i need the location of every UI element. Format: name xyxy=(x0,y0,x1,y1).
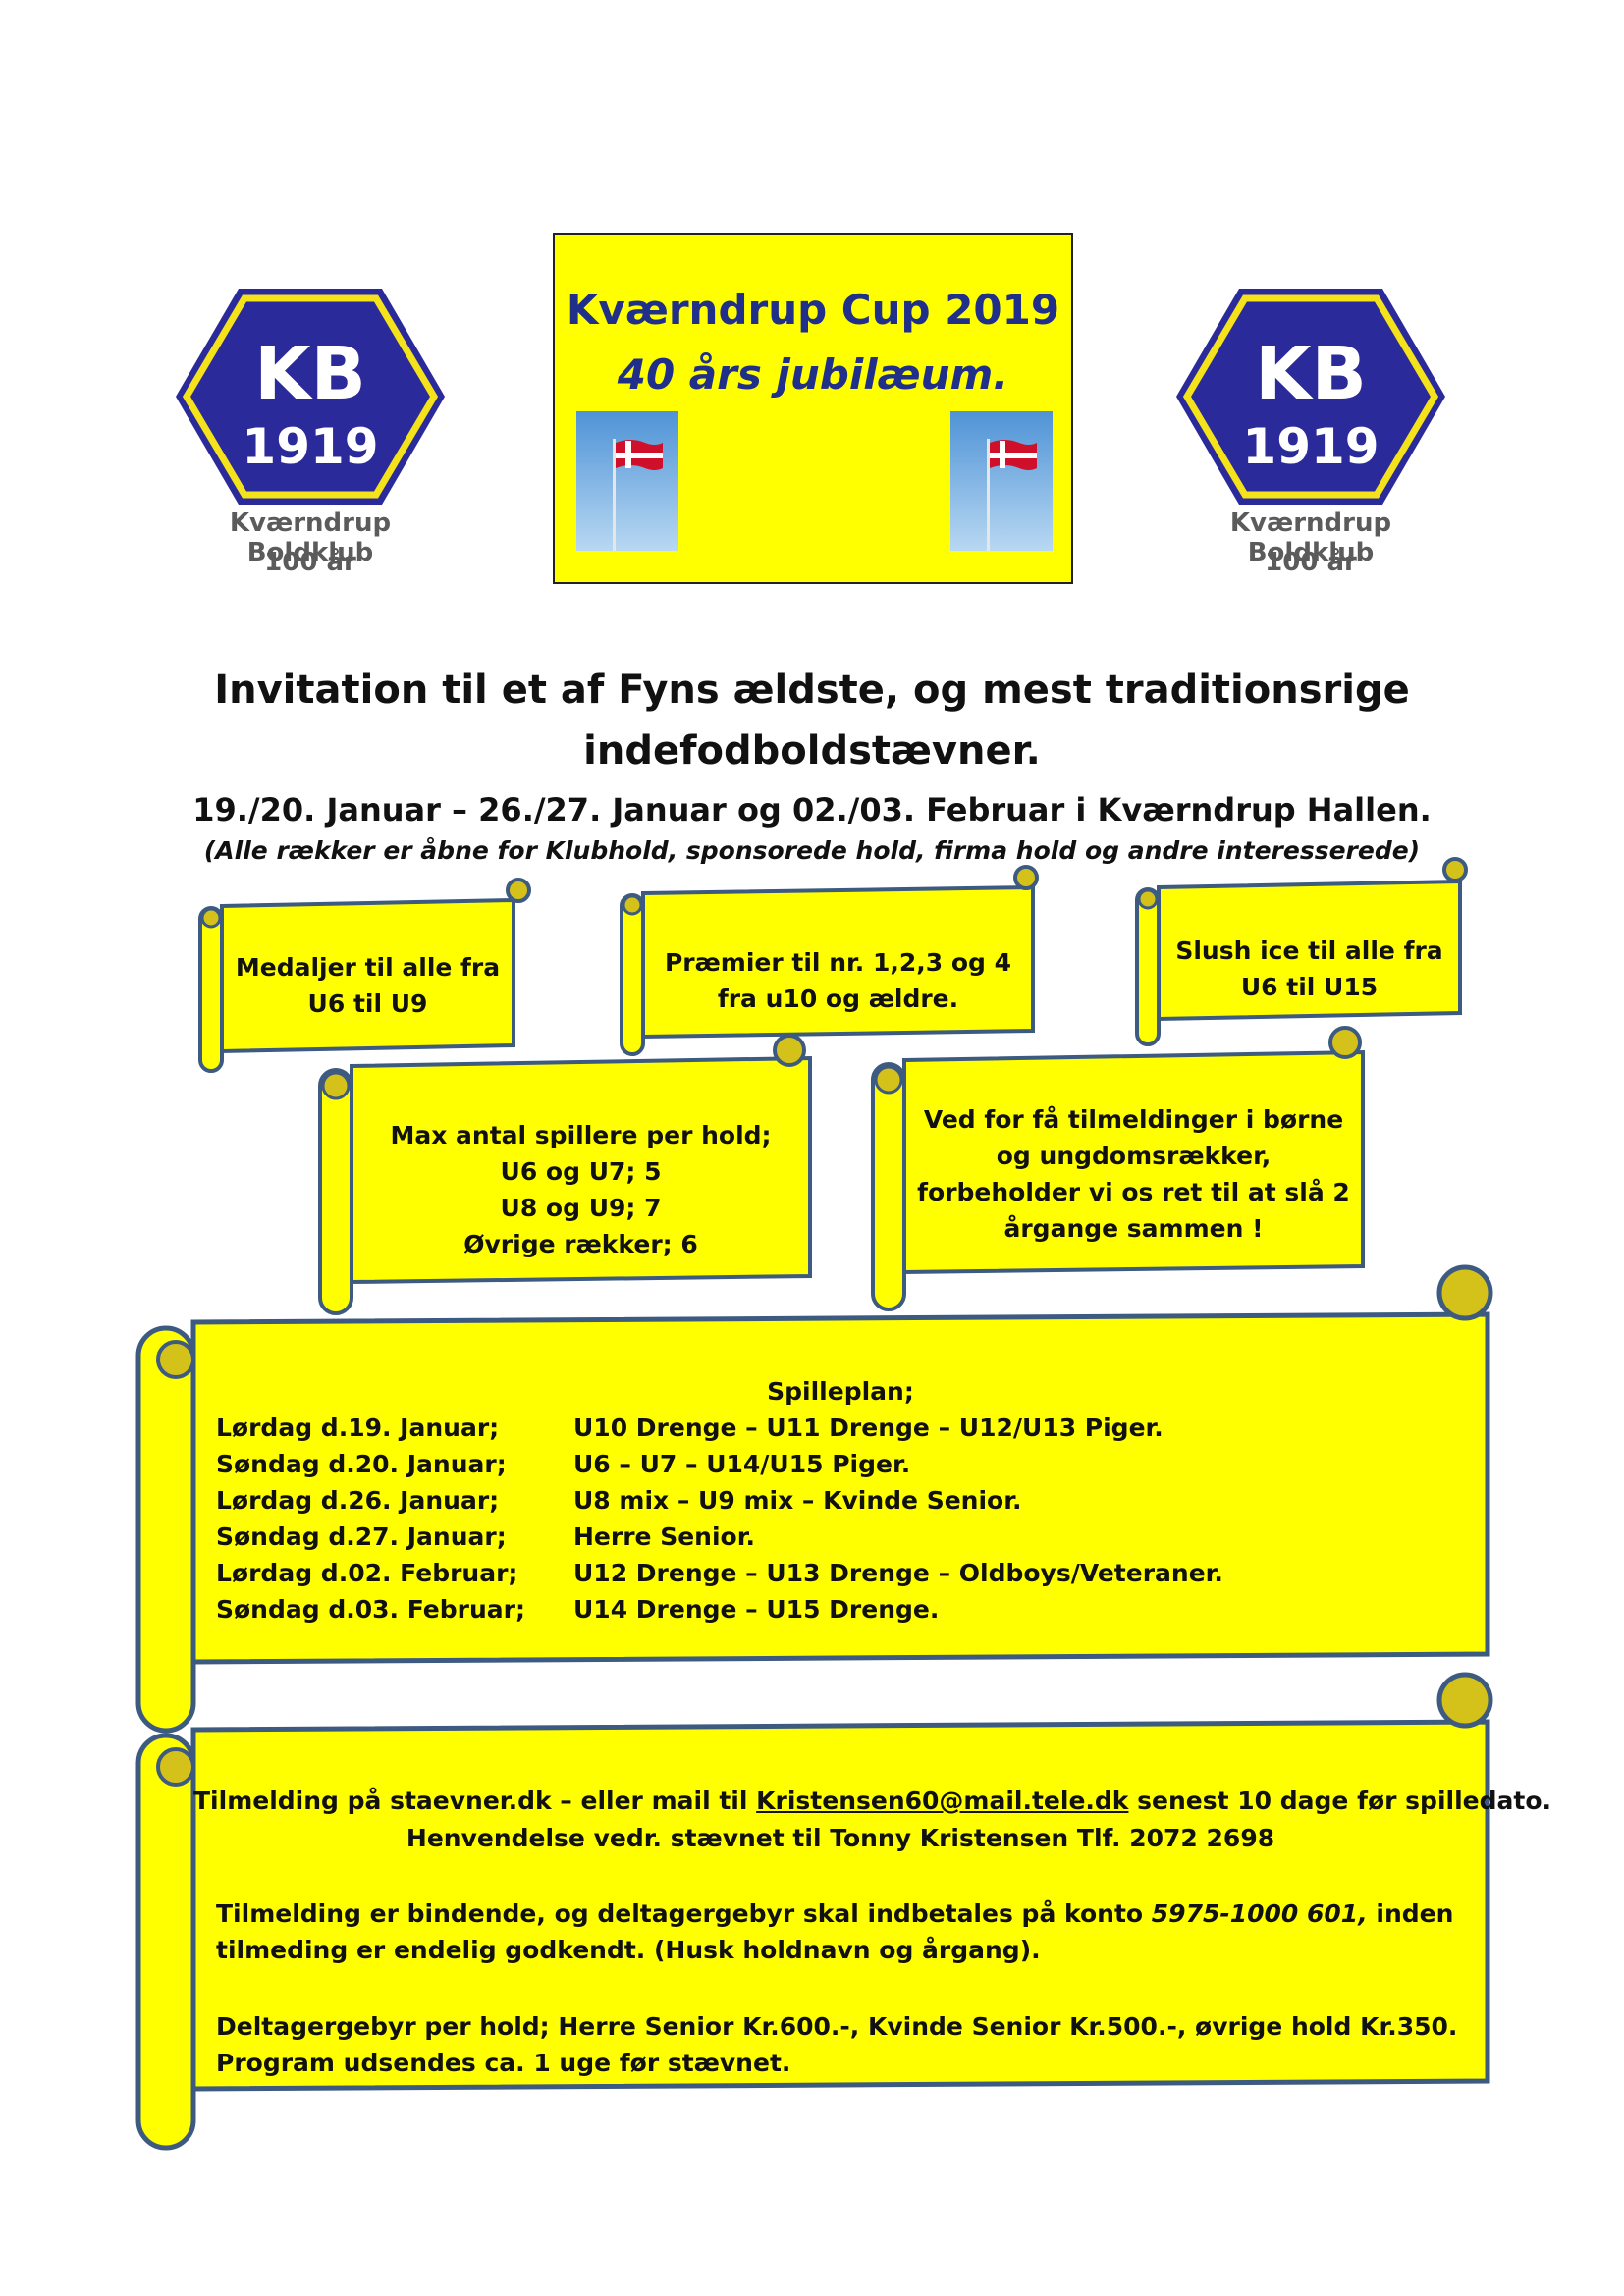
logo-letters: KB xyxy=(1255,332,1367,416)
registration-line-1: Tilmelding på staevner.dk – eller mail t… xyxy=(193,1787,1551,1815)
email-link[interactable]: Kristensen60@mail.tele.dk xyxy=(756,1787,1129,1815)
scroll-banner-icon xyxy=(135,1672,1493,2151)
scroll-banner-icon xyxy=(620,865,1039,1056)
registration-scroll: Tilmelding på staevner.dk – eller mail t… xyxy=(133,1669,1551,2155)
scroll-max-players-text: Max antal spillere per hold;U6 og U7; 5 … xyxy=(390,1121,772,1258)
registration-confirmation: tilmeding er endelig godkendt. (Husk hol… xyxy=(216,1936,1041,1964)
danish-flag-photo-icon xyxy=(950,411,1053,551)
kb-hexagon-emblem-icon: KB 1919 xyxy=(176,289,445,505)
logo-letters: KB xyxy=(254,332,366,416)
logo-club-name: Kværndrup Boldklub xyxy=(229,508,392,567)
scroll-banner-icon xyxy=(135,1264,1493,1734)
logo-year: 1919 xyxy=(242,418,378,475)
eligibility-note: (Alle rækker er åbne for Klubhold, spons… xyxy=(203,836,1421,865)
kb-hexagon-emblem-icon: KB 1919 xyxy=(1176,289,1445,505)
logo-anniversary: 100 år xyxy=(264,548,356,577)
schedule-table: Lørdag d.19. Januar;U10 Drenge – U11 Dre… xyxy=(216,1414,1223,1624)
schedule-title: Spilleplan; xyxy=(767,1377,914,1406)
logo-anniversary: 100 år xyxy=(1265,548,1357,577)
danish-flag-photo-icon xyxy=(576,411,678,551)
headline-line-1: Invitation til et af Fyns ældste, og mes… xyxy=(214,667,1410,713)
logo-club-name: Kværndrup Boldklub xyxy=(1229,508,1392,567)
registration-fees: Deltagergebyr per hold; Herre Senior Kr.… xyxy=(216,2012,1458,2041)
club-logo-right: KB 1919 Kværndrup Boldklub 100 år xyxy=(1168,285,1453,599)
club-logo-left: KB 1919 Kværndrup Boldklub 100 år xyxy=(168,285,453,599)
registration-program-note: Program udsendes ca. 1 uge før stævnet. xyxy=(216,2049,791,2077)
scroll-max-players: Max antal spillere per hold;U6 og U7; 5 … xyxy=(314,1031,815,1320)
registration-contact: Henvendelse vedr. stævnet til Tonny Kris… xyxy=(406,1824,1275,1852)
cup-title-box: Kværndrup Cup 2019 40 års jubilæum. xyxy=(553,233,1073,584)
scroll-banner-icon xyxy=(198,878,531,1073)
registration-payment: Tilmelding er bindende, og deltagergebyr… xyxy=(216,1899,1454,1928)
logo-year: 1919 xyxy=(1242,418,1379,475)
schedule-scroll: Spilleplan; Lørdag d.19. Januar;U10 Dren… xyxy=(133,1261,1497,1737)
scroll-banner-icon xyxy=(1135,857,1468,1046)
scroll-banner-icon xyxy=(871,1026,1365,1311)
cup-title: Kværndrup Cup 2019 xyxy=(566,286,1060,334)
scroll-banner-icon xyxy=(318,1034,812,1315)
event-dates: 19./20. Januar – 26./27. Januar og 02./0… xyxy=(192,791,1432,828)
headline-line-2: indefodboldstævner. xyxy=(583,728,1041,774)
cup-subtitle: 40 års jubilæum. xyxy=(617,350,1009,399)
